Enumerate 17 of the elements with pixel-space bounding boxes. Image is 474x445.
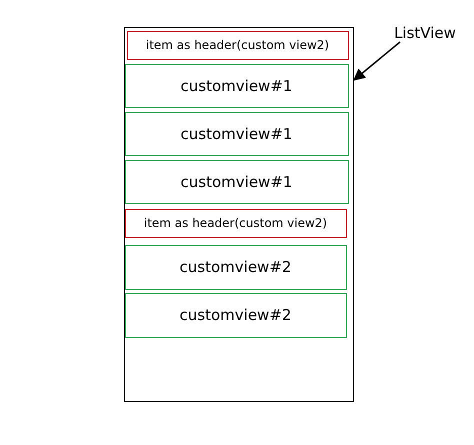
callout-label: ListView — [394, 24, 456, 42]
list-item — [124, 244, 346, 290]
header-item — [124, 208, 346, 238]
item-text: customview#1 — [180, 76, 292, 94]
list-item — [124, 64, 348, 108]
list-item — [124, 160, 348, 204]
list-item — [124, 112, 348, 156]
item-text: customview#1 — [180, 124, 292, 142]
header-item — [126, 30, 348, 60]
list-item — [124, 292, 346, 338]
list-container — [124, 27, 354, 402]
arrow — [353, 41, 400, 81]
item-text: customview#1 — [180, 172, 292, 190]
item-text: customview#2 — [180, 306, 292, 324]
item-text: customview#2 — [180, 258, 292, 276]
item-text: item as header(custom view2) — [146, 38, 330, 52]
item-text: item as header(custom view2) — [144, 216, 328, 230]
